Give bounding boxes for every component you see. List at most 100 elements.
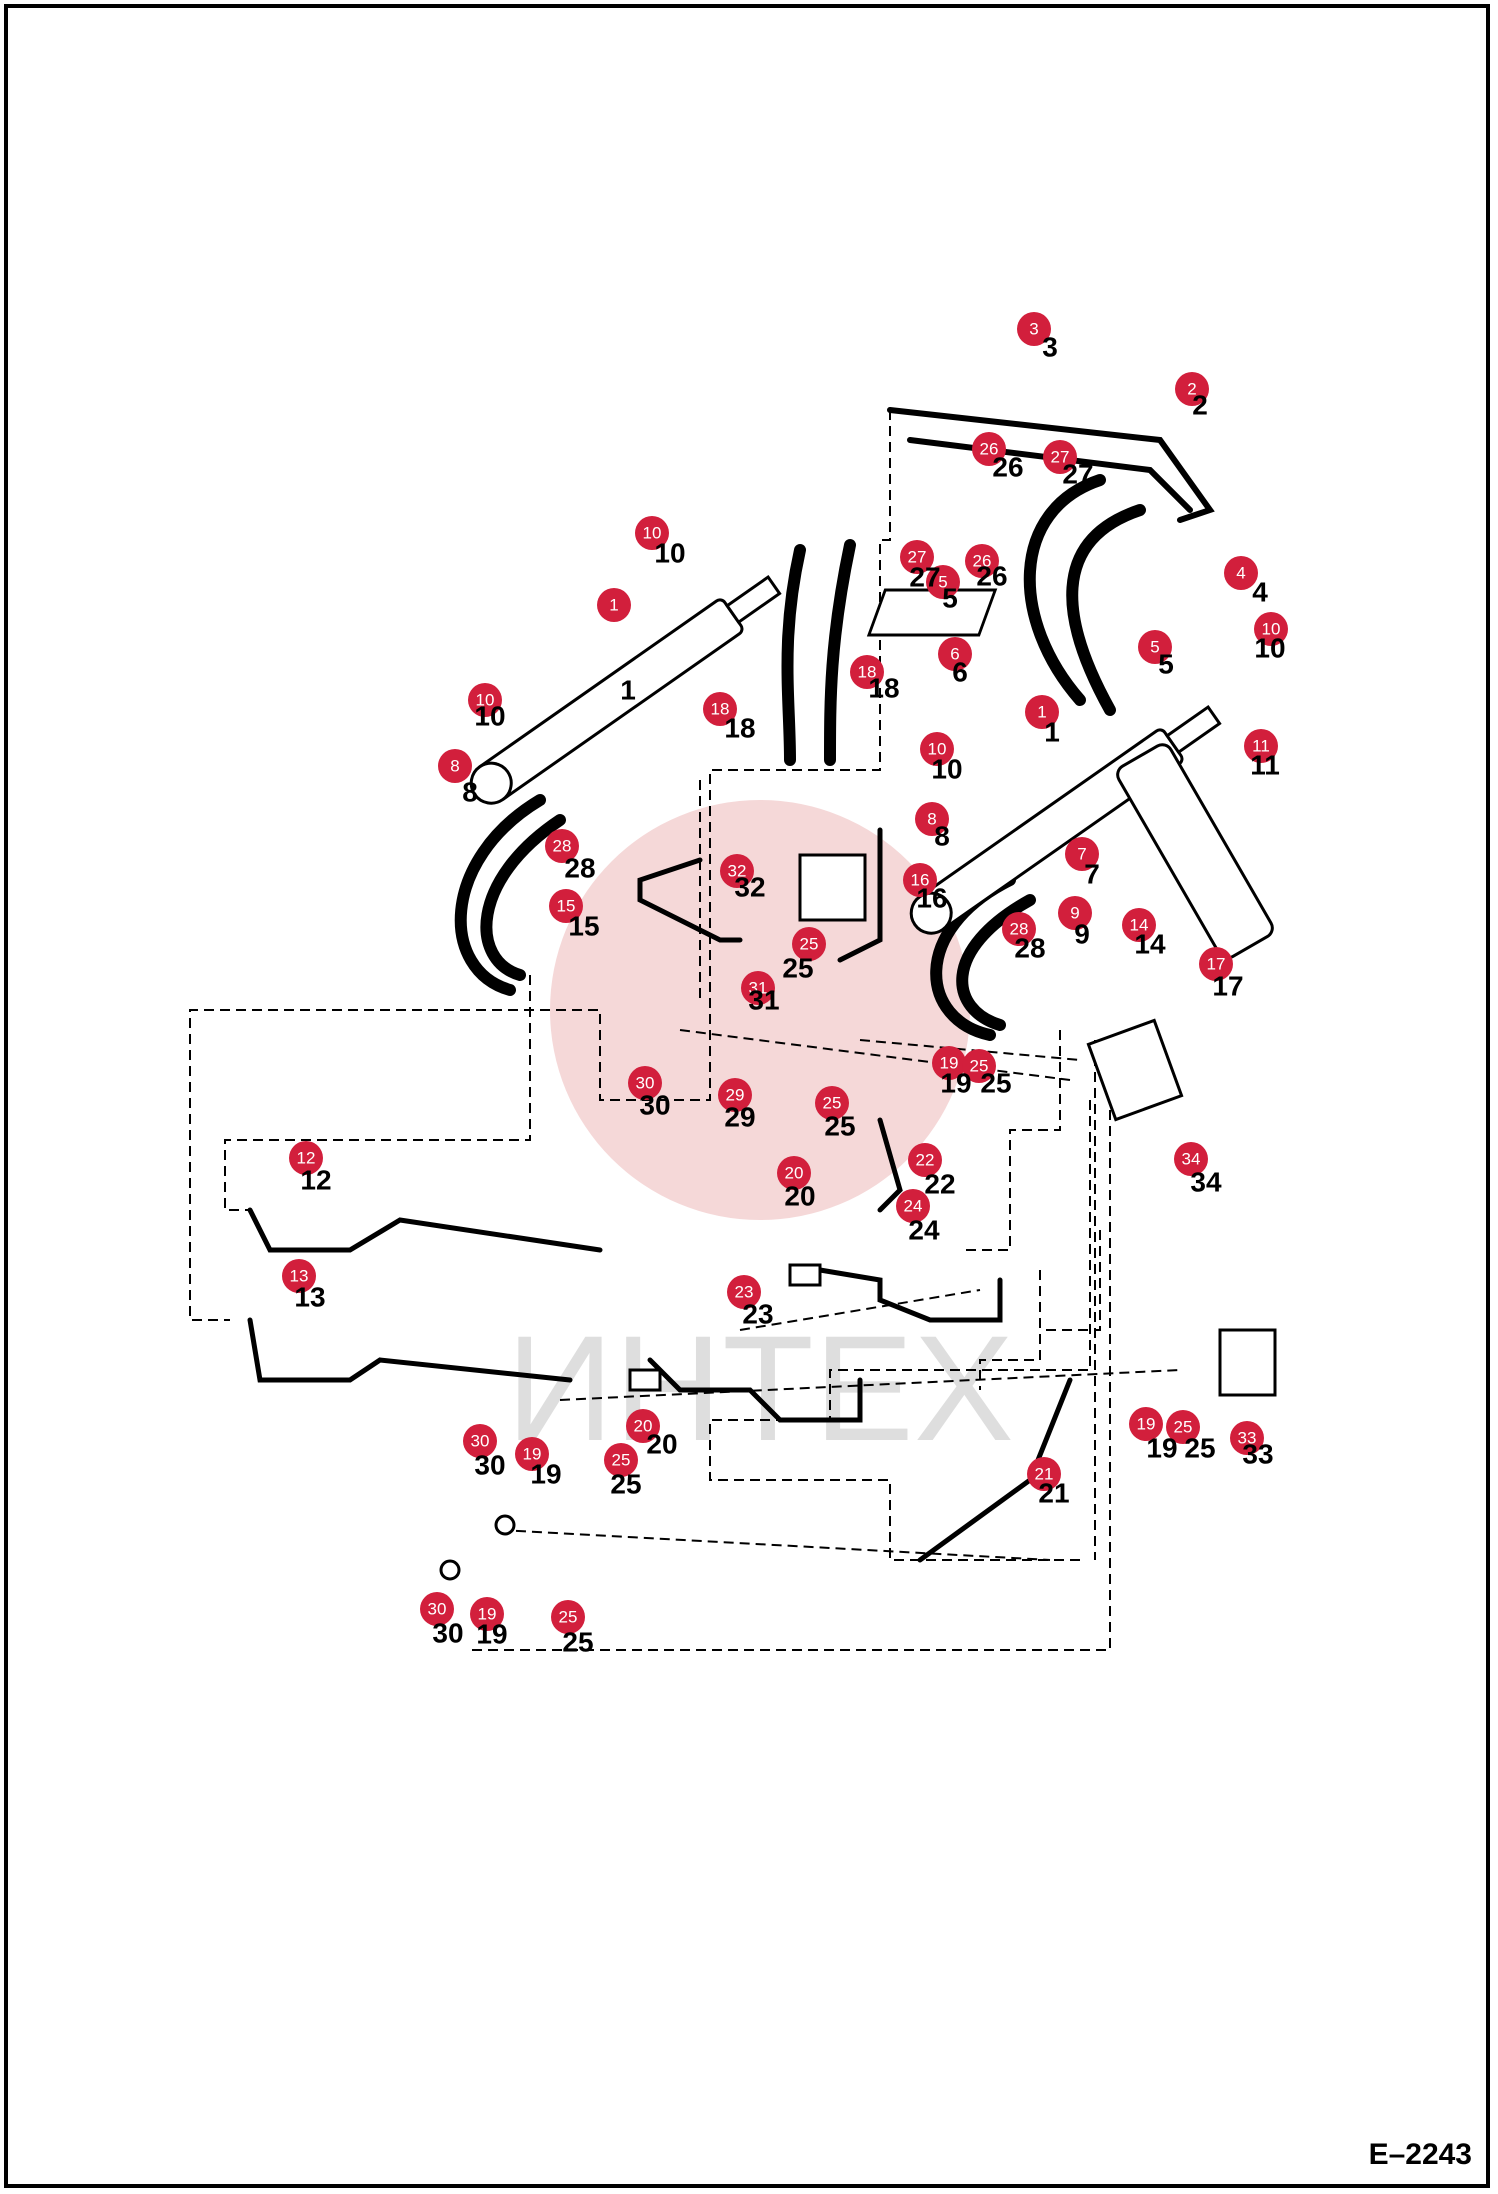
- hoses-and-tubes: [247, 407, 1215, 1563]
- part-callout-26: 26: [976, 561, 1007, 592]
- part-callout-9: 9: [1074, 919, 1090, 950]
- part-callout-8: 8: [934, 821, 950, 852]
- badge-label: 26: [973, 552, 992, 571]
- part-badge-10: 10: [468, 683, 502, 717]
- badge-circle: [626, 1409, 660, 1443]
- part-badge-33: 33: [1230, 1421, 1264, 1455]
- part-badge-27: 27: [1043, 440, 1077, 474]
- part-callout-5: 5: [942, 583, 958, 614]
- part-callout-16: 16: [916, 883, 947, 914]
- badge-circle: [965, 544, 999, 578]
- part-number-callouts: 1123455678891010101011121314151617181819…: [294, 332, 1285, 1658]
- badge-label: 25: [559, 1608, 578, 1627]
- badge-circle: [549, 889, 583, 923]
- part-badge-10: 10: [1254, 612, 1288, 646]
- badge-circle: [604, 1443, 638, 1477]
- tee-fitting-upper: [788, 1263, 822, 1287]
- part-badge-28: 28: [1002, 912, 1036, 946]
- badge-label: 10: [1262, 620, 1281, 639]
- badge-label: 16: [911, 871, 930, 890]
- badge-label: 5: [938, 573, 947, 592]
- part-callout-30: 30: [639, 1090, 670, 1121]
- part-badge-8: 8: [438, 749, 472, 783]
- part-badge-25: 25: [1166, 1410, 1200, 1444]
- part-badge-11: 11: [1244, 729, 1278, 763]
- badge-label: 21: [1035, 1465, 1054, 1484]
- part-callout-3: 3: [1042, 332, 1058, 363]
- part-badge-18: 18: [703, 692, 737, 726]
- badge-circle: [972, 432, 1006, 466]
- components: [439, 575, 1277, 1581]
- badge-label: 20: [785, 1164, 804, 1183]
- part-badge-25: 25: [815, 1086, 849, 1120]
- part-callout-21: 21: [1038, 1478, 1069, 1509]
- badge-circle: [900, 540, 934, 574]
- part-callout-32: 32: [734, 872, 765, 903]
- part-badge-27: 27: [900, 540, 934, 574]
- badge-circle: [741, 971, 775, 1005]
- badge-label: 7: [1077, 845, 1086, 864]
- part-badge-17: 17: [1199, 947, 1233, 981]
- badge-circle: [1254, 612, 1288, 646]
- lift-cylinder-left: [469, 575, 782, 805]
- part-callout-10: 10: [1254, 633, 1285, 664]
- badge-label: 10: [643, 524, 662, 543]
- badge-circle: [1129, 1407, 1163, 1441]
- badge-circle: [545, 829, 579, 863]
- part-callout-19: 19: [940, 1068, 971, 1099]
- badge-label: 30: [471, 1432, 490, 1451]
- part-badge-20: 20: [777, 1156, 811, 1190]
- badge-label: 13: [290, 1267, 309, 1286]
- badge-label: 29: [726, 1086, 745, 1105]
- badge-circle: [1017, 312, 1051, 346]
- badge-circle: [1230, 1421, 1264, 1455]
- part-badge-13: 13: [282, 1259, 316, 1293]
- tee-fitting-lower: [628, 1368, 662, 1392]
- badge-circle: [628, 1066, 662, 1100]
- part-badge-30: 30: [628, 1066, 662, 1100]
- badge-circle: [551, 1600, 585, 1634]
- part-number-badges: 1123455678891010101011121314151617181819…: [282, 312, 1288, 1634]
- part-callout-1: 1: [620, 675, 636, 706]
- part-callout-27: 27: [909, 562, 940, 593]
- badge-circle: [938, 637, 972, 671]
- fitting-left-2: [439, 1559, 461, 1581]
- fitting-left-1: [494, 1514, 516, 1536]
- badge-label: 25: [1174, 1418, 1193, 1437]
- part-badge-14: 14: [1122, 908, 1156, 942]
- part-callout-2: 2: [1192, 390, 1208, 421]
- badge-circle: [896, 1189, 930, 1223]
- part-badge-19: 19: [1129, 1407, 1163, 1441]
- part-callout-26: 26: [992, 452, 1023, 483]
- part-callout-25: 25: [782, 953, 813, 984]
- badge-circle: [920, 732, 954, 766]
- badge-circle: [463, 1424, 497, 1458]
- badge-label: 18: [858, 663, 877, 682]
- part-badge-3: 3: [1017, 312, 1051, 346]
- dashed-routing-lines: [189, 410, 1181, 1651]
- part-badge-25: 25: [792, 927, 826, 961]
- badge-label: 28: [553, 837, 572, 856]
- part-callout-30: 30: [432, 1618, 463, 1649]
- badge-circle: [1043, 440, 1077, 474]
- badge-circle: [932, 1046, 966, 1080]
- part-callout-4: 4: [1252, 577, 1268, 608]
- badge-label: 5: [1150, 638, 1159, 657]
- badge-circle: [1025, 695, 1059, 729]
- part-callout-23: 23: [742, 1299, 773, 1330]
- valve-block: [798, 853, 867, 922]
- badge-circle: [926, 565, 960, 599]
- badge-circle: [962, 1049, 996, 1083]
- part-callout-25: 25: [824, 1111, 855, 1142]
- mounting-plate: [866, 588, 998, 637]
- badge-label: 10: [476, 691, 495, 710]
- part-callout-29: 29: [724, 1102, 755, 1133]
- badge-label: 23: [735, 1283, 754, 1302]
- badge-label: 30: [636, 1074, 655, 1093]
- part-callout-10: 10: [474, 701, 505, 732]
- watermark-text: ИНТЕХ: [506, 1304, 1014, 1472]
- part-callout-1: 1: [1044, 717, 1060, 748]
- badge-circle: [1058, 896, 1092, 930]
- badge-circle: [777, 1156, 811, 1190]
- badge-label: 11: [1252, 737, 1270, 756]
